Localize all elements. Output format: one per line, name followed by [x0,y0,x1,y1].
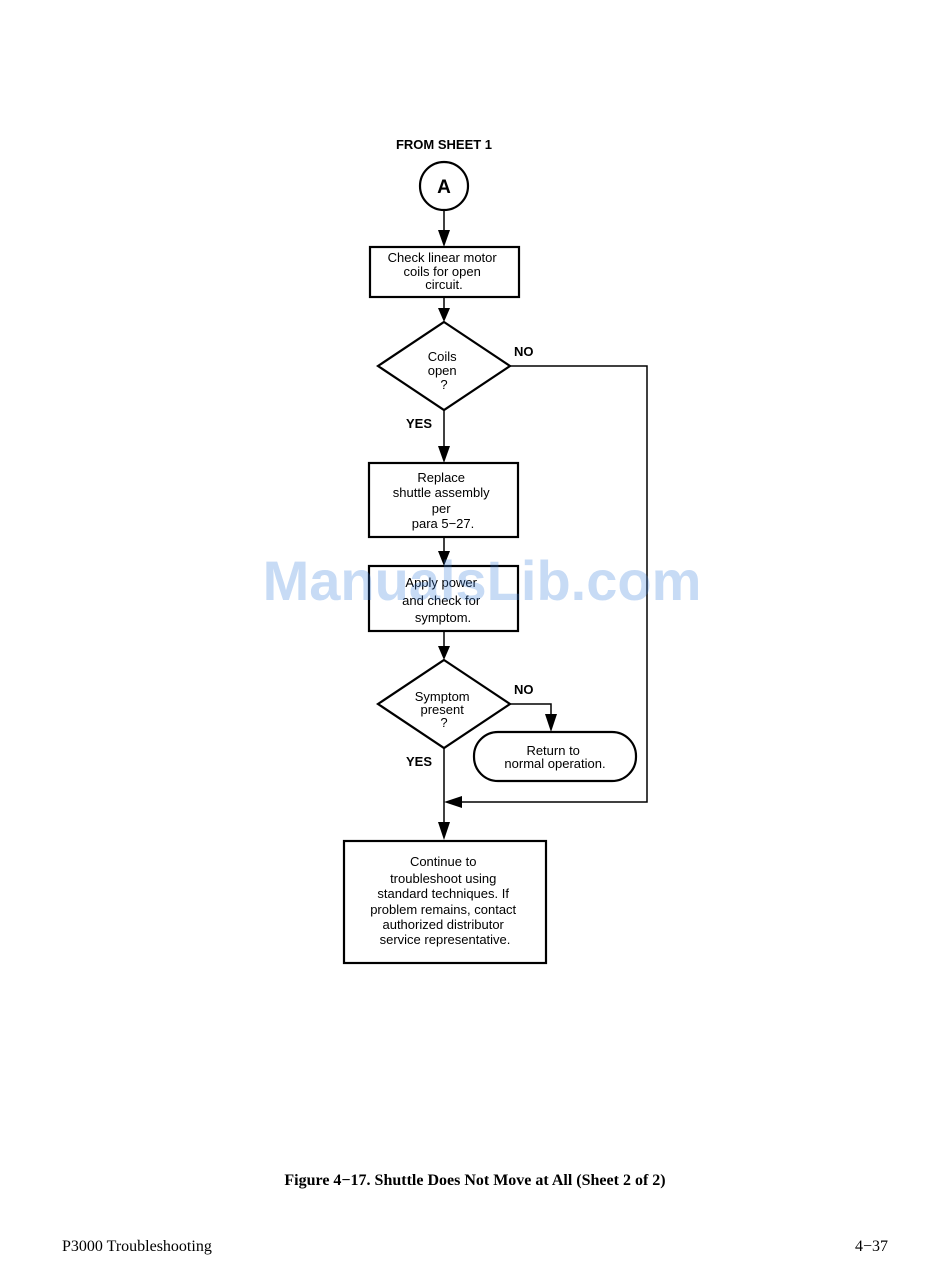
step-replace-shuttle-line-3: per [432,501,451,516]
step-apply-power-line-3: symptom. [415,610,471,625]
step-continue-troubleshoot-line-5: authorized distributor [382,917,504,932]
step-continue-troubleshoot-line-2: troubleshoot using [390,871,496,886]
step-continue-troubleshoot-line-6: service representative. [380,932,511,947]
connector-label: A [437,177,451,198]
arrowhead-icon [444,796,462,808]
terminal-return-normal-line-1: Return to [526,743,579,758]
arrowhead-icon [545,714,557,732]
step-apply-power-line-2: and check for [402,593,481,608]
decision-symptom-present-line-1: Symptom [415,689,470,704]
decision2-no-path [510,703,552,718]
arrowhead-icon [438,551,450,566]
decision-coils-open-text: Coils open ? [428,349,461,392]
decision-coils-open-line-3: ? [440,377,447,392]
step-continue-troubleshoot-line-3: standard techniques. If [377,886,509,901]
footer-page-number: 4−37 [854,1238,888,1255]
decision-coils-open-yes-label: YES [406,416,432,431]
decision-symptom-present-line-3: ? [440,715,447,730]
step-apply-power-text: Apply power and check for symptom. [402,575,484,625]
footer-section-title: P3000 Troubleshooting [62,1238,212,1255]
decision-coils-open-line-1: Coils [428,349,457,364]
arrowhead-icon [438,646,450,660]
decision-symptom-present-text: Symptom present ? [415,689,474,730]
decision-symptom-present-no-label: NO [514,682,534,697]
step-apply-power-box [367,564,520,633]
step-replace-shuttle-line-2: shuttle assembly [393,485,490,500]
decision1-no-path [458,365,648,803]
step-replace-shuttle-line-1: Replace [417,470,465,485]
step-replace-shuttle-box [367,461,520,539]
step-replace-shuttle-text: Replace shuttle assembly per para 5−27. [393,470,493,531]
step-continue-troubleshoot-line-1: Continue to [410,854,477,869]
terminal-return-normal-box [472,730,638,783]
step-apply-power-line-1: Apply power [405,575,477,590]
terminal-return-normal-text: Return to normal operation. [504,743,605,771]
step-check-coils-line-1: Check linear motor [388,250,498,265]
arrowhead-icon [438,822,450,840]
step-check-coils-line-2: coils for open [404,264,481,279]
arrowhead-icon [438,308,450,322]
step-continue-troubleshoot-box [342,839,548,965]
step-check-coils-text: Check linear motor coils for open circui… [388,250,501,292]
arrowhead-icon [438,230,450,247]
step-replace-shuttle-line-4: para 5−27. [412,516,475,531]
step-continue-troubleshoot-text: Continue to troubleshoot using standard … [370,854,520,947]
terminal-return-normal-line-2: normal operation. [504,756,605,771]
decision-coils-open-no-label: NO [514,344,534,359]
arrowhead-icon [438,446,450,463]
step-continue-troubleshoot-line-4: problem remains, contact [370,902,516,917]
decision-symptom-present-line-2: present [421,702,465,717]
from-sheet-label: FROM SHEET 1 [396,137,492,152]
step-check-coils-line-3: circuit. [425,277,463,292]
watermark: ManualsLib.com [263,549,702,612]
decision-coils-open-line-2: open [428,363,457,378]
figure-caption: Figure 4−17. Shuttle Does Not Move at Al… [284,1172,666,1189]
decision-symptom-present-yes-label: YES [406,754,432,769]
step-check-coils-box [368,245,521,299]
